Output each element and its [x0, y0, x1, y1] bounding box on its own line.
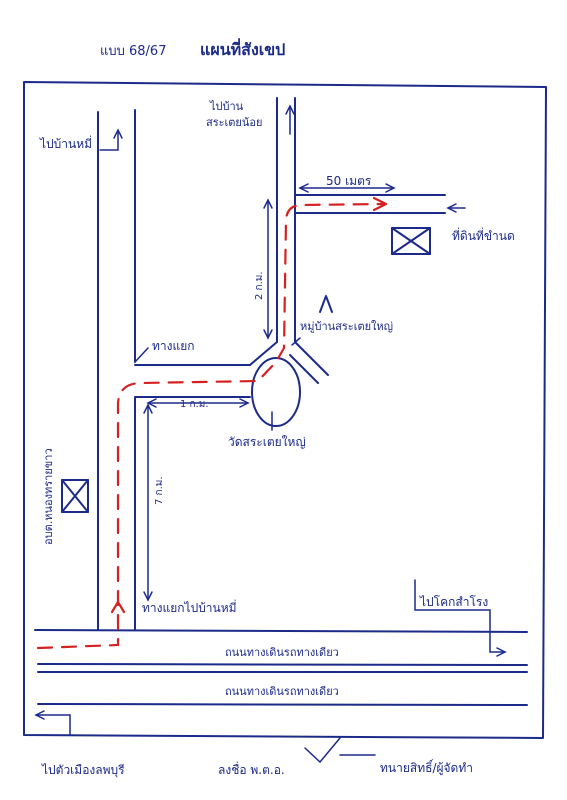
- dist-50m-head-right: [385, 183, 396, 193]
- dist-2km-head-top: [263, 198, 273, 209]
- map-frame: [23, 81, 547, 739]
- label-land: ที่ดินที่ขำนด: [452, 227, 515, 243]
- label-sign-suffix: ทนายสิทธิ์/ผู้จัดทำ: [380, 759, 473, 776]
- to-lopburi-arrow: [35, 714, 71, 736]
- temple-area: [251, 357, 301, 427]
- form-reference: แบบ 68/67: [100, 44, 166, 59]
- map-title: แผนที่สังเขป: [200, 38, 285, 59]
- center-road-se-flare-2: [289, 354, 319, 384]
- label-junction: ทางแยก: [152, 339, 195, 353]
- label-7km: 7 ก.ม.: [154, 476, 165, 505]
- label-1km: 1 ก.ม.: [180, 399, 209, 410]
- label-district-office: อบต.หนองทรายขาว: [42, 448, 55, 545]
- label-highway-lower: ถนนทางเดินรถทางเดียว: [225, 685, 339, 698]
- dist-1km-head-left: [146, 398, 157, 408]
- village-pointer: [291, 337, 301, 346]
- center-road-se-flare: [294, 341, 329, 376]
- route-arrowhead-start: [110, 600, 126, 614]
- label-2km: 2 ก.ม.: [254, 271, 265, 300]
- label-to-ban-mi: ไปบ้านหมี่: [39, 135, 92, 151]
- land-pointer-head: [446, 203, 457, 213]
- to-ban-mi-arrowhead: [113, 128, 123, 139]
- label-to-sra-toei-noi-1: ไปบ้าน: [209, 100, 244, 113]
- label-50m: 50 เมตร: [326, 174, 372, 188]
- label-highway-upper: ถนนทางเดินรถทางเดียว: [225, 646, 339, 659]
- label-to-lopburi: ไปตัวเมืองลพบุรี: [41, 763, 125, 778]
- to-ban-mi-arrow: [99, 131, 119, 151]
- label-junction-ban-mi: ทางแยกไปบ้านหมี่: [142, 599, 237, 615]
- label-temple: วัดสระเตยใหญ่: [228, 435, 306, 449]
- district-office-icon: [61, 479, 89, 513]
- label-village: หมู่บ้านสระเตยใหญ่: [300, 320, 393, 333]
- dist-1km-head-right: [239, 398, 250, 408]
- village-marker-icon: [319, 295, 333, 313]
- center-road-sw-flare: [249, 341, 278, 366]
- signature-mark: [304, 737, 341, 764]
- route-path: [36, 202, 387, 650]
- label-to-khok-samrong: ไปโคกสำโรง: [419, 595, 488, 609]
- label-signature: ลงชื่อ พ.ต.อ.: [218, 761, 285, 777]
- dist-2km-head-bottom: [263, 329, 273, 340]
- label-to-sra-toei-noi-2: สระเตยน้อย: [206, 116, 262, 129]
- dist-7km-head-top: [143, 403, 153, 414]
- to-lopburi-head: [34, 710, 45, 720]
- highway-line-1: [34, 629, 528, 633]
- to-khok-samrong-head: [496, 647, 507, 657]
- junction-pointer: [134, 347, 149, 363]
- to-sra-toei-noi-arrowhead: [285, 104, 295, 115]
- dist-7km-head-bottom: [143, 591, 153, 602]
- dist-50m-head-left: [298, 183, 309, 193]
- route-arrowhead-end: [372, 196, 388, 212]
- highway-line-4: [37, 703, 528, 706]
- to-khok-samrong-arrow: [414, 579, 506, 653]
- highway-line-2: [37, 663, 528, 666]
- land-marker-icon: [391, 227, 431, 255]
